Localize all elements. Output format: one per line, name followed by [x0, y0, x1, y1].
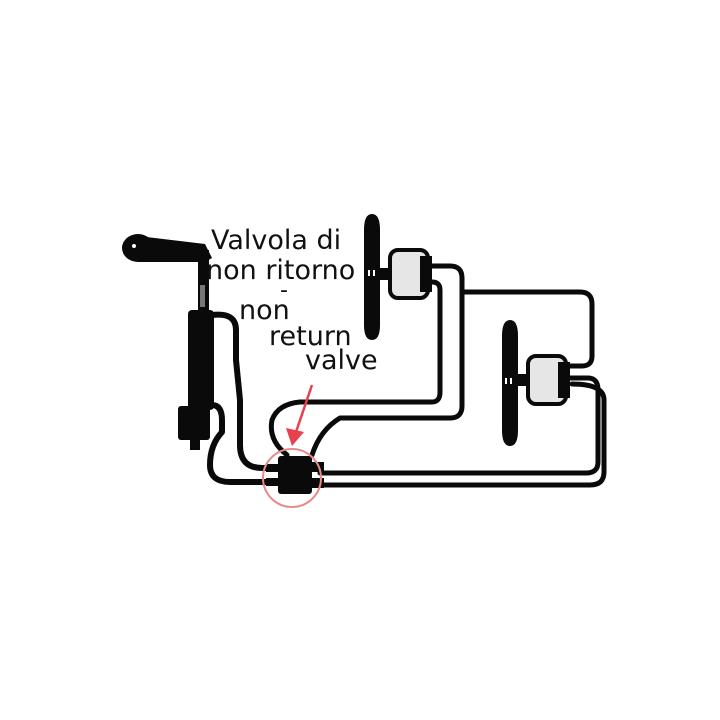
label-non-ritorno: non ritorno [206, 255, 356, 286]
pipe-pump-lower [207, 402, 288, 485]
valve-body [278, 456, 312, 494]
steering-wheel-1 [364, 214, 380, 340]
pipe-helm1-helm2 [459, 289, 595, 369]
pipe-helm2-return-c [317, 381, 607, 488]
crank-arm [138, 236, 212, 262]
pipe-valve-helm1-a [268, 279, 443, 458]
label-return: return [269, 321, 352, 352]
pointer-arrow-head [286, 428, 304, 446]
helm-station-2 [502, 320, 570, 446]
non-return-valve [266, 456, 324, 494]
label-non: non [239, 295, 290, 326]
label-dash: - [280, 278, 288, 303]
pointer-arrow-shaft [294, 384, 314, 433]
valve-highlight-circle [262, 448, 322, 508]
pipe-pump-upper [209, 311, 288, 471]
pump-base [178, 406, 210, 440]
hand-pump [122, 234, 214, 450]
pipe-valve-helm1-b [309, 263, 465, 458]
pipe-helm2-return-a [317, 375, 601, 476]
pump-shaft [198, 250, 209, 312]
label-valvola-di: Valvola di [211, 225, 342, 256]
pump-cylinder [188, 310, 214, 410]
helm-station-1 [364, 214, 432, 340]
label-valve: valve [305, 345, 378, 376]
